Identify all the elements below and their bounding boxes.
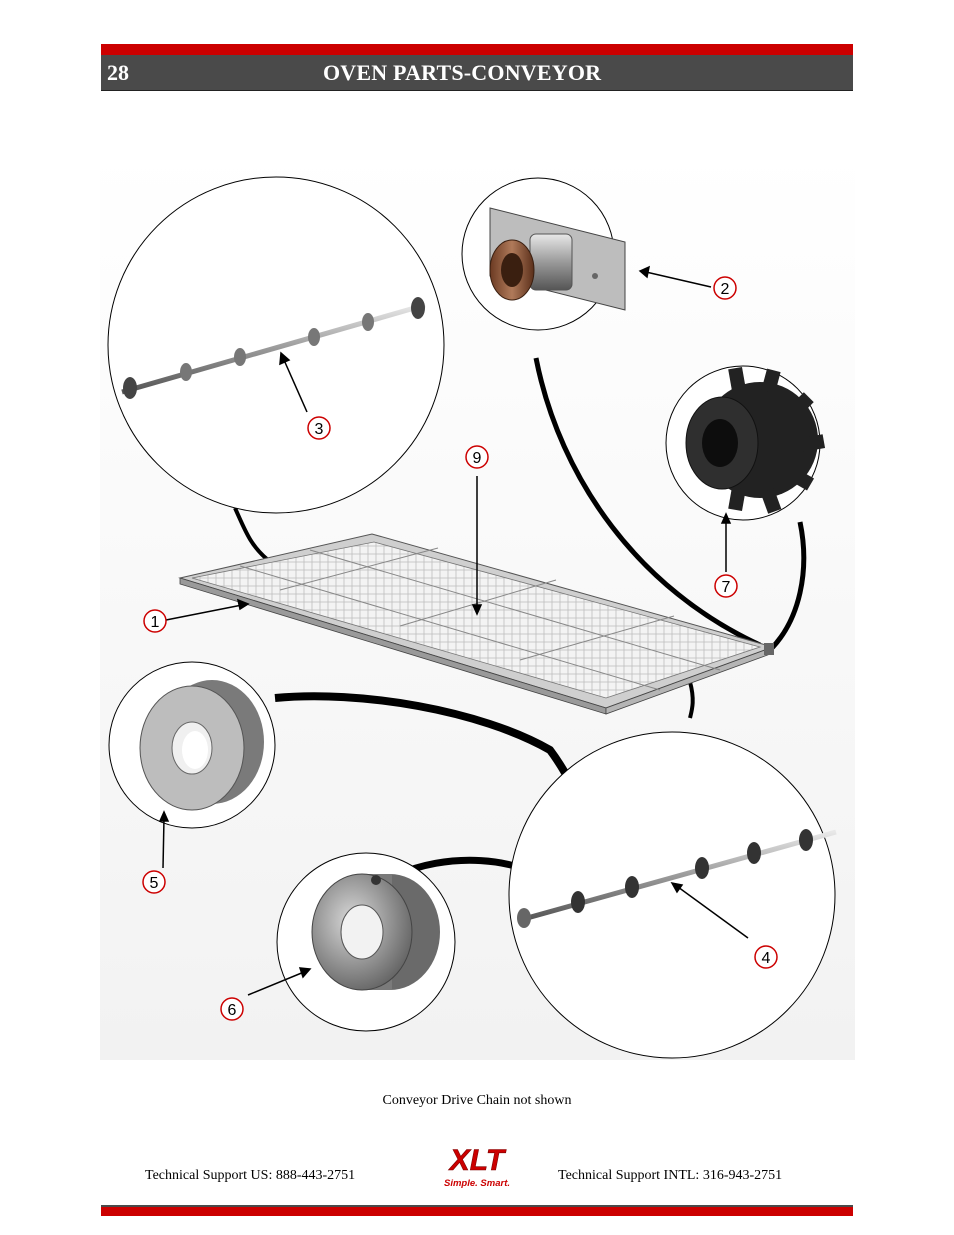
page-number: 28 [107,60,129,85]
callout-1: 1 [143,609,167,633]
callout-3: 3 [307,416,331,440]
callout-7: 7 [714,574,738,598]
svg-text:7: 7 [722,579,731,596]
page-header: 28 OVEN PARTS-CONVEYOR [101,55,853,91]
drive-shaft-magnified [107,176,445,514]
shaft-collar-magnified [276,852,456,1032]
conveyor-parts-diagram: 1 2 3 4 5 6 7 9 [100,150,855,1060]
svg-text:1: 1 [151,614,160,631]
bearing-block-magnified [461,177,626,331]
callout-5: 5 [142,870,166,894]
svg-text:6: 6 [228,1002,237,1019]
header-accent-bar [101,44,853,55]
support-intl: Technical Support INTL: 316-943-2751 [558,1168,783,1183]
svg-text:3: 3 [315,421,324,438]
xlt-logo: XLT Simple. Smart. [444,1144,510,1189]
callout-9: 9 [465,445,489,469]
sprocket-magnified [665,365,826,521]
figure-caption: Conveyor Drive Chain not shown [382,1093,572,1108]
page-title: OVEN PARTS-CONVEYOR [323,60,602,85]
svg-text:4: 4 [762,950,771,967]
idler-shaft-magnified [508,731,837,1059]
callout-4: 4 [754,945,778,969]
svg-text:XLT: XLT [448,1144,507,1177]
footer-accent-bar [101,1205,853,1216]
callout-6: 6 [220,997,244,1021]
svg-text:2: 2 [721,281,730,298]
idler-sprocket-magnified [108,661,276,829]
callout-2: 2 [713,276,737,300]
svg-text:9: 9 [473,450,482,467]
conveyor-frame [178,533,775,715]
svg-text:5: 5 [150,875,159,892]
callout-arrows [158,265,749,996]
support-us: Technical Support US: 888-443-2751 [145,1168,356,1183]
svg-text:Simple. Smart.: Simple. Smart. [444,1178,510,1189]
